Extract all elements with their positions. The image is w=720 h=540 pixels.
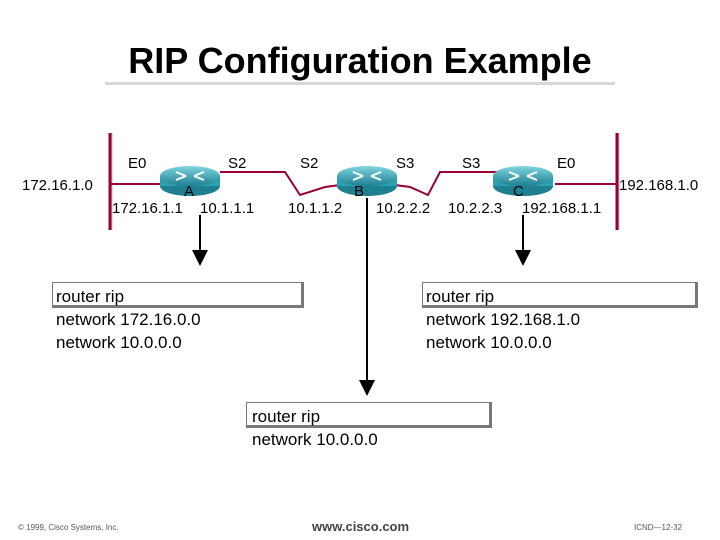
config-box-b — [246, 402, 492, 428]
interface-label-c-s3: S3 — [462, 155, 481, 172]
footer-url: www.cisco.com — [312, 519, 410, 534]
address-label-c-e0: 192.168.1.1 — [522, 200, 602, 217]
router-icon — [160, 166, 220, 196]
config-b-line: network 10.0.0.0 — [252, 430, 378, 449]
config-b: router rip network 10.0.0.0 — [252, 405, 378, 451]
right-network-label: 192.168.1.0 — [619, 177, 699, 194]
router-label-a: A — [184, 183, 195, 200]
config-a-line: network 10.0.0.0 — [56, 333, 182, 352]
address-label-c-s3: 10.2.2.3 — [448, 200, 503, 217]
config-a-line: router rip — [56, 287, 125, 306]
config-a: router rip network 172.16.0.0 network 10… — [56, 285, 201, 354]
config-c: router rip network 192.168.1.0 network 1… — [426, 285, 580, 354]
config-b-line: router rip — [252, 407, 321, 426]
router-label-b: B — [354, 183, 365, 200]
interface-label-a-s2: S2 — [228, 155, 247, 172]
config-c-line: router rip — [426, 287, 495, 306]
config-box-a — [52, 282, 304, 308]
footer-page-number: ICND—12-32 — [634, 523, 683, 532]
config-box-c — [422, 282, 698, 308]
address-label-b-s2: 10.1.1.2 — [288, 200, 343, 217]
interface-label-a-e0: E0 — [128, 155, 147, 172]
serial-link-a-b — [220, 171, 341, 197]
address-label-a-s2: 10.1.1.1 — [200, 200, 255, 217]
config-c-line: network 192.168.1.0 — [426, 310, 581, 329]
config-c-line: network 10.0.0.0 — [426, 333, 552, 352]
right-ethernet-segment — [555, 133, 620, 230]
config-a-line: network 172.16.0.0 — [56, 310, 201, 329]
address-label-b-s3: 10.2.2.2 — [376, 200, 431, 217]
interface-label-b-s3: S3 — [396, 155, 415, 172]
page-title: RIP Configuration Example — [128, 40, 592, 81]
router-label-c: C — [513, 183, 524, 200]
left-ethernet-segment — [108, 133, 162, 230]
serial-link-b-c — [394, 171, 502, 197]
interface-label-b-s2: S2 — [300, 155, 319, 172]
interface-label-c-e0: E0 — [557, 155, 576, 172]
footer-copyright: © 1999, Cisco Systems, Inc. — [18, 523, 119, 532]
address-label-a-e0: 172.16.1.1 — [112, 200, 183, 217]
left-network-label: 172.16.1.0 — [22, 177, 93, 194]
router-icon — [493, 166, 553, 196]
title-underline — [105, 82, 615, 85]
router-icon — [337, 166, 397, 196]
